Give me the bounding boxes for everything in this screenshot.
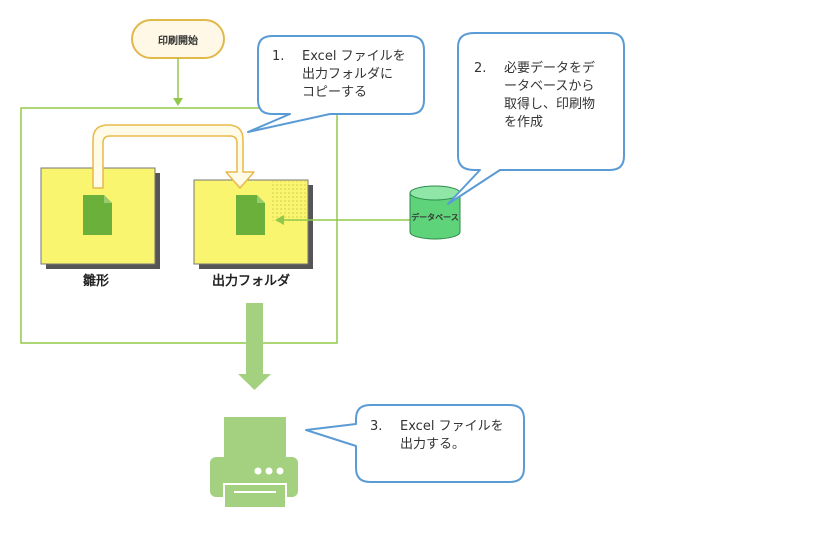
output-file-icon	[236, 195, 265, 235]
start-arrow	[173, 58, 183, 106]
callout-1-line-1: 1.Excel ファイルを	[272, 49, 406, 64]
callout-1-text: 1.Excel ファイルを 出力フォルダに コピーする	[272, 48, 406, 102]
printer-icon	[210, 417, 298, 509]
callout-3-number: 3.	[370, 419, 383, 434]
template-file-icon	[83, 195, 112, 235]
callout-2-line-1: 2.必要データをデ	[474, 61, 596, 76]
process-group	[20, 107, 338, 344]
template-folder	[40, 167, 160, 269]
database-label: データベース	[411, 213, 459, 222]
callout-1-line-3: コピーする	[302, 85, 368, 100]
callout-3-text: 3.Excel ファイルを 出力する。	[370, 418, 504, 454]
output-folder-label: 出力フォルダ	[212, 274, 291, 289]
callout-3-line-2: 出力する。	[400, 437, 466, 452]
callout-1-number: 1.	[272, 49, 285, 64]
callout-2-line-2: ータベースから	[504, 79, 595, 94]
copy-arrow	[92, 124, 255, 189]
start-node-label: 印刷開始	[158, 36, 198, 47]
callout-3-line-1: 3.Excel ファイルを	[370, 419, 504, 434]
data-arrow	[275, 215, 410, 225]
callout-3-shape	[305, 404, 525, 483]
callout-2-shape	[447, 32, 625, 205]
callout-2-text: 2.必要データをデ ータベースから 取得し、印刷物 を作成	[474, 60, 595, 132]
callout-1-shape	[247, 35, 425, 133]
template-folder-label: 雛形	[83, 274, 110, 289]
callout-2-line-4: を作成	[504, 115, 544, 130]
callout-2-line-3: 取得し、印刷物	[504, 97, 596, 112]
output-arrow	[238, 303, 271, 390]
callout-1-line-2: 出力フォルダに	[302, 67, 394, 82]
callout-2-number: 2.	[474, 61, 487, 76]
output-folder	[193, 179, 313, 269]
